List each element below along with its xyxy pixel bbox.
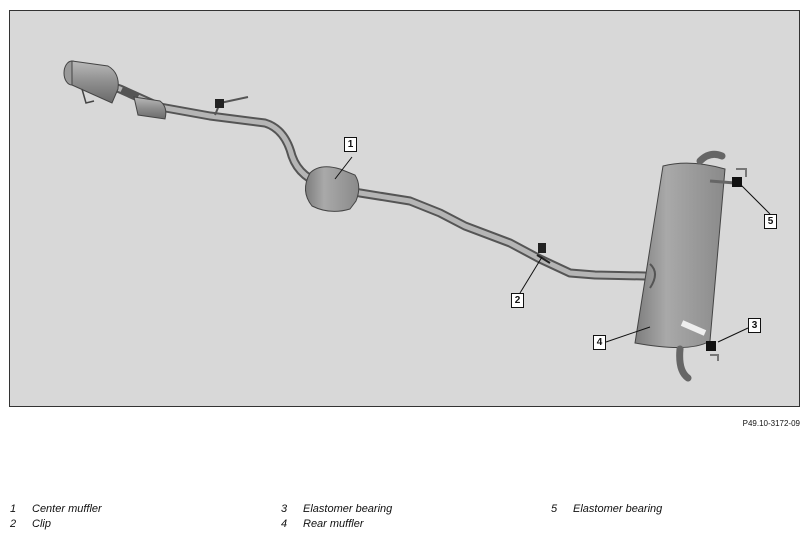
legend-number: 1 <box>10 503 17 515</box>
legend-number: 5 <box>551 503 558 515</box>
callout-3: 3 <box>748 318 761 333</box>
center-muffler <box>305 166 360 212</box>
front-catalytic-converter <box>63 60 167 120</box>
figure-code: P49.10-3172-09 <box>742 419 800 428</box>
callout-5: 5 <box>764 214 777 229</box>
legend-label: Center muffler <box>32 503 102 515</box>
legend-label: Elastomer bearing <box>303 503 393 515</box>
front-hanger <box>214 96 249 116</box>
exhaust-pipe <box>67 68 650 281</box>
leader-lines <box>334 156 771 343</box>
exhaust-system-drawing <box>63 60 771 382</box>
rear-muffler <box>634 150 736 382</box>
callout-1: 1 <box>344 137 357 152</box>
legend-label: Clip <box>32 518 51 530</box>
callout-2: 2 <box>511 293 524 308</box>
callout-4: 4 <box>593 335 606 350</box>
exhaust-system-figure: 1 2 3 4 5 <box>9 10 800 407</box>
legend-label: Rear muffler <box>303 518 364 530</box>
elastomer-bearing-rear-upper <box>732 168 747 187</box>
clip <box>536 243 551 264</box>
legend-number: 2 <box>10 518 17 530</box>
legend-label: Elastomer bearing <box>573 503 663 515</box>
legend-number: 3 <box>281 503 288 515</box>
elastomer-bearing-rear-lower <box>706 341 719 361</box>
legend-number: 4 <box>281 518 288 530</box>
